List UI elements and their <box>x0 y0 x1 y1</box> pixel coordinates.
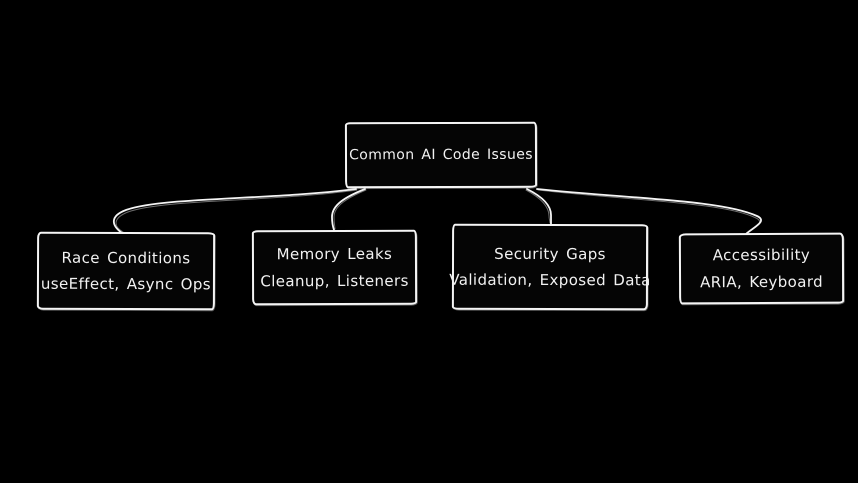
node-title: Security Gaps <box>494 244 606 263</box>
node-memory-leaks: Memory Leaks Cleanup, Listeners <box>251 229 418 306</box>
node-security-gaps: Security Gaps Validation, Exposed Data <box>449 223 651 311</box>
connector-root-to-race-conditions <box>112 188 357 234</box>
connector-root-to-memory-leaks <box>331 188 366 231</box>
node-title: Memory Leaks <box>276 245 393 264</box>
connector-root-to-race-conditions-pass2 <box>115 189 358 233</box>
node-subtitle: Validation, Exposed Data <box>449 270 651 290</box>
connector-root-to-memory-leaks-pass2 <box>333 189 367 230</box>
node-common-ai-code-issues: Common AI Code Issues <box>344 121 538 189</box>
node-title: Accessibility <box>712 246 811 265</box>
connector-root-to-security-gaps-pass2 <box>525 189 551 224</box>
node-race-conditions: Race Conditions useEffect, Async Ops <box>36 231 216 311</box>
node-title: Race Conditions <box>61 248 191 267</box>
node-title: Common AI Code Issues <box>349 146 533 163</box>
node-subtitle: useEffect, Async Ops <box>40 274 212 294</box>
node-subtitle: Cleanup, Listeners <box>260 271 409 290</box>
connector-root-to-security-gaps <box>526 188 552 225</box>
node-subtitle: ARIA, Keyboard <box>700 272 824 291</box>
node-accessibility: Accessibility ARIA, Keyboard <box>678 232 845 305</box>
